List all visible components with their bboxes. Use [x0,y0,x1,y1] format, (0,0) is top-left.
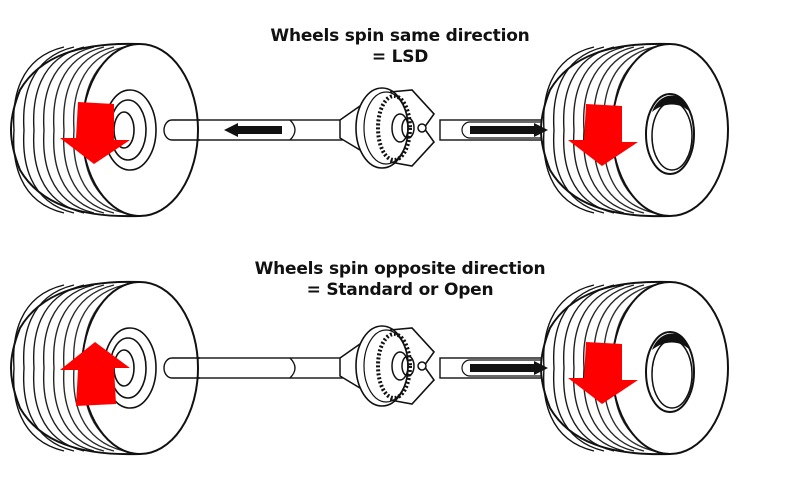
tread-groove [22,46,75,214]
tread-groove [52,284,105,452]
left-axle-flare [289,357,296,379]
left-axle-stub [168,358,192,378]
ring-gear-teeth [376,332,412,400]
left-wheel-rotation-arrow-up-icon [60,342,130,406]
caption-lsd-line1: Wheels spin same direction [270,26,530,46]
wheel-opening-shadow [652,333,690,350]
tread-groove [32,46,85,214]
wheel-opening-shadow [652,95,690,112]
tread-groove [552,46,605,214]
side-gear [391,113,409,143]
caption-open-line2: = Standard or Open [306,280,494,300]
pinion-shaft [417,361,427,371]
axle-arrow-right-icon [470,123,548,137]
tread-groove [552,284,605,452]
side-gear [391,351,409,381]
tread-groove [582,284,635,452]
tread-groove [72,46,125,214]
spider-gear [401,117,415,139]
left-axle-stub [168,120,192,140]
right-tire [540,280,729,456]
left-axle-end [163,119,200,141]
caption-open-line1: Wheels spin opposite direction [254,259,546,279]
right-tire [540,42,729,218]
tread-groove [562,284,615,452]
left-axle-shaft [179,357,343,379]
tread-groove [562,46,615,214]
spider-gear [401,355,415,377]
tread-groove [22,284,75,452]
left-tire [10,42,199,218]
tread-groove [572,46,625,214]
left-wheel-rotation-arrow-down-icon [60,102,130,164]
tire-sidewall [611,281,729,455]
differential-housing [339,325,436,407]
right-wheel-rotation-arrow-down-icon [568,342,638,404]
wheel-opening-outer [645,93,695,175]
differential-housing [339,87,436,169]
axle-arrow-right-icon [470,361,548,375]
ring-gear-teeth [376,94,412,162]
tread-groove [582,46,635,214]
tread-groove [62,46,115,214]
tread-groove [42,46,95,214]
caption-lsd-line2: = LSD [371,47,429,67]
tread-groove [42,284,95,452]
panel-open [10,280,729,456]
caption-open: Wheels spin opposite direction = Standar… [200,259,600,301]
tread-groove [12,284,65,452]
tire-sidewall [611,43,729,217]
left-axle-flare [289,119,296,141]
right-wheel-rotation-arrow-down-icon [568,104,638,166]
left-axle-end [163,357,200,379]
caption-lsd: Wheels spin same direction = LSD [220,26,580,68]
pinion-shaft [417,123,427,133]
tread-groove [12,46,65,214]
panel-lsd [10,42,729,218]
axle-arrow-left-icon [224,123,282,137]
tread-groove [52,46,105,214]
tread-groove [32,284,85,452]
wheel-opening-outer [645,331,695,413]
tread-groove [572,284,625,452]
